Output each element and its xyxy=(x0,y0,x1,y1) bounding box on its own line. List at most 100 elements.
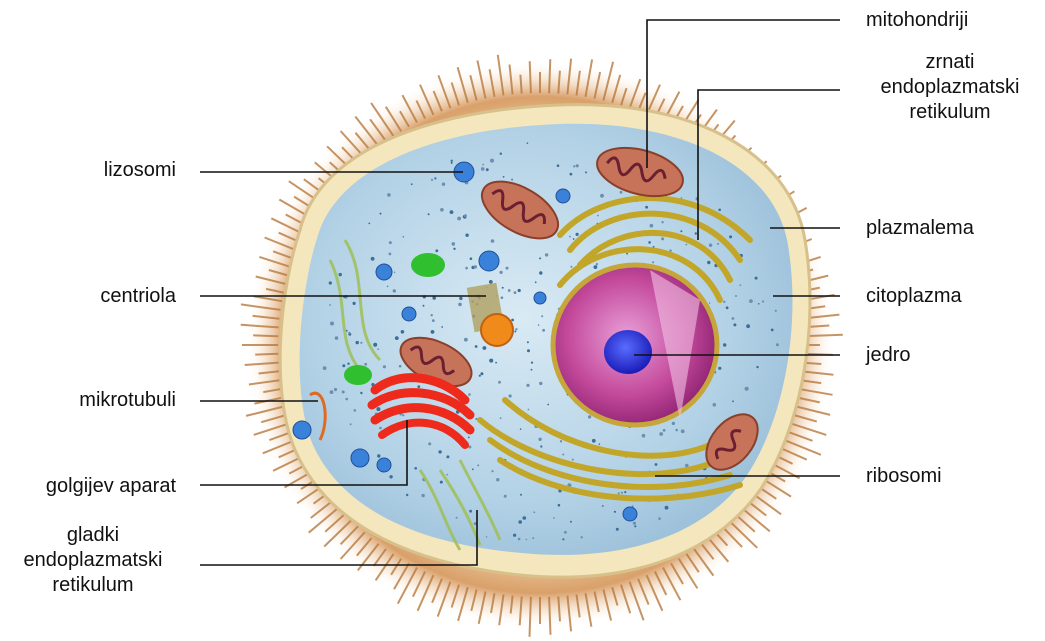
granule xyxy=(411,183,413,185)
granule xyxy=(402,236,404,238)
granule xyxy=(533,511,535,513)
granule xyxy=(545,253,548,256)
granule xyxy=(477,464,479,466)
granule xyxy=(500,417,502,419)
hair-strand xyxy=(255,354,278,355)
granule xyxy=(393,289,396,292)
granule xyxy=(431,179,433,181)
granule xyxy=(335,336,339,340)
granule xyxy=(686,244,688,246)
granule xyxy=(347,363,349,365)
granule xyxy=(729,235,732,238)
granule xyxy=(564,531,567,534)
hair-strand xyxy=(549,59,550,93)
granule xyxy=(718,209,721,212)
granule xyxy=(573,238,575,240)
granule xyxy=(339,273,342,276)
granule xyxy=(634,525,636,527)
granule xyxy=(592,439,596,443)
granule xyxy=(468,393,471,396)
granule xyxy=(520,494,522,496)
granule xyxy=(502,287,504,289)
granule xyxy=(440,208,444,212)
granule xyxy=(423,305,425,307)
granule xyxy=(663,429,666,432)
granule xyxy=(486,536,488,538)
granule xyxy=(395,336,399,340)
label-jedro: jedro xyxy=(866,343,910,368)
granule xyxy=(483,346,487,350)
granule xyxy=(675,429,678,432)
granule xyxy=(531,362,533,364)
granule xyxy=(756,366,758,368)
granule xyxy=(745,387,749,391)
granule xyxy=(655,463,658,466)
granule xyxy=(421,494,424,497)
granule xyxy=(538,438,541,441)
granule xyxy=(389,253,392,256)
granule xyxy=(707,261,710,264)
hair-strand xyxy=(530,61,531,93)
granule xyxy=(431,314,433,316)
granule xyxy=(514,291,517,294)
granule xyxy=(527,341,529,343)
granule xyxy=(446,455,449,458)
granule xyxy=(451,162,453,164)
granule xyxy=(713,403,717,407)
granule xyxy=(695,232,697,234)
granule xyxy=(503,176,505,178)
granule xyxy=(599,443,601,445)
granule xyxy=(399,365,402,368)
granule xyxy=(472,468,474,470)
granule xyxy=(501,296,504,299)
granule xyxy=(329,304,331,306)
granule xyxy=(500,271,503,274)
granule xyxy=(480,372,483,375)
granule xyxy=(642,434,646,438)
granule xyxy=(490,159,494,163)
granule xyxy=(482,164,484,166)
granule xyxy=(572,459,574,461)
granule xyxy=(739,284,741,286)
granule xyxy=(718,367,721,370)
granule xyxy=(401,330,405,334)
granule xyxy=(709,244,712,247)
granule xyxy=(513,534,516,537)
granule xyxy=(553,517,555,519)
granule xyxy=(645,206,648,209)
granule xyxy=(735,295,737,297)
granule xyxy=(496,478,499,481)
nucleolus xyxy=(604,330,652,374)
granule xyxy=(539,271,542,274)
granule xyxy=(377,348,379,350)
granule xyxy=(360,342,362,344)
granule xyxy=(354,409,357,412)
granule xyxy=(618,492,620,494)
granule xyxy=(489,359,493,363)
granule xyxy=(500,153,502,155)
granule xyxy=(547,404,549,406)
granule xyxy=(379,427,382,430)
label-citoplazma: citoplazma xyxy=(866,284,962,309)
granule xyxy=(453,248,455,250)
granule xyxy=(450,210,454,214)
granule xyxy=(508,289,511,292)
granule xyxy=(557,164,560,167)
granule xyxy=(558,504,561,507)
label-centriola: centriola xyxy=(50,284,176,309)
granule xyxy=(658,517,661,520)
label-lizosomi: lizosomi xyxy=(50,158,176,183)
granule xyxy=(542,329,545,332)
granule xyxy=(685,464,689,468)
granule xyxy=(733,323,736,326)
granule xyxy=(681,429,685,433)
granule xyxy=(470,257,473,260)
granule xyxy=(431,330,435,334)
granule xyxy=(389,475,392,478)
granule xyxy=(723,301,725,303)
label-mikrotubuli: mikrotubuli xyxy=(20,388,176,413)
granule xyxy=(535,281,537,283)
granule xyxy=(342,391,345,394)
granule xyxy=(532,537,534,539)
granule xyxy=(594,265,598,269)
